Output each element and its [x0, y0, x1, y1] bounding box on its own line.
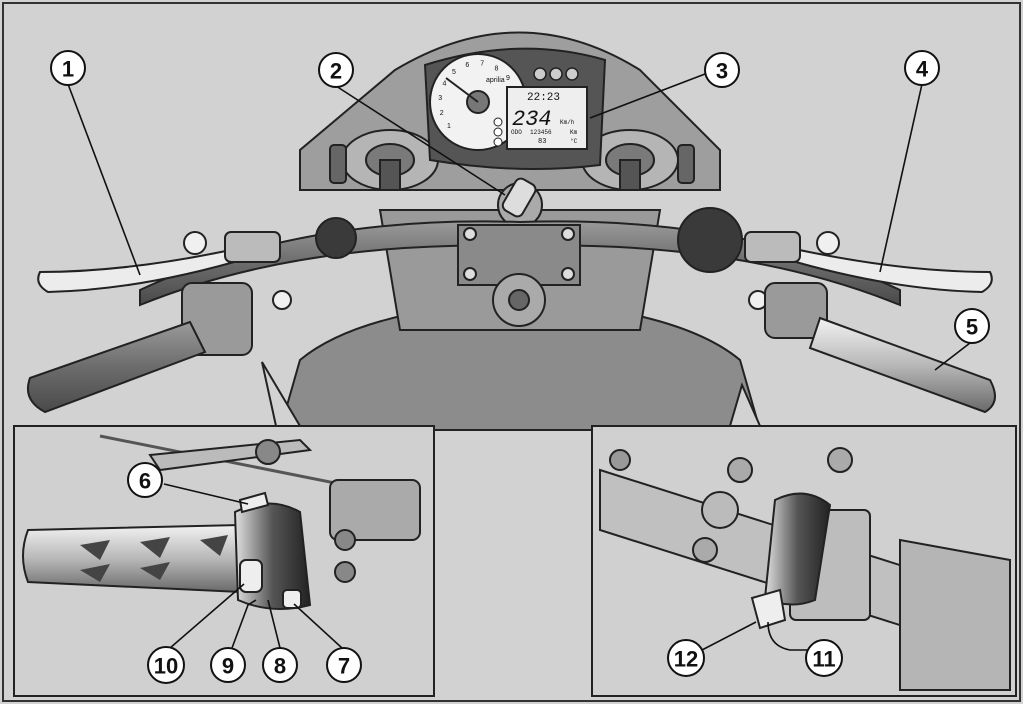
- temp-unit: °C: [570, 138, 578, 145]
- callout-label: 4: [916, 57, 929, 82]
- callout-label: 6: [139, 469, 151, 494]
- leader-3: [589, 73, 706, 119]
- brand-logo: aprilia: [486, 77, 505, 84]
- right-switch-housing: [764, 282, 828, 339]
- tachometer-needle: [445, 77, 479, 103]
- callout-3: 3: [704, 52, 740, 88]
- leader-8: [267, 599, 281, 649]
- leader-4: [879, 83, 923, 273]
- callout-9: 9: [210, 647, 246, 683]
- callout-5: 5: [954, 308, 990, 344]
- clutch-lever-mount: [183, 231, 292, 310]
- warning-light-fuel: [549, 67, 563, 81]
- callout-4: 4: [904, 50, 940, 86]
- tach-number: 7: [480, 61, 484, 68]
- callout-label: 7: [338, 654, 350, 679]
- leader-12: [701, 621, 757, 651]
- odo-unit: Km: [570, 129, 578, 136]
- clutch-lever: [37, 246, 250, 294]
- ignition-key: [497, 177, 543, 228]
- leader-7: [293, 603, 343, 649]
- throttle-grip: [808, 316, 996, 414]
- left-grip: [26, 320, 207, 414]
- clock-display: 22:23: [527, 92, 560, 104]
- speed-display: 234: [512, 107, 552, 132]
- left-fork-cap: [341, 129, 439, 191]
- callout-8: 8: [262, 647, 298, 683]
- mirror-mount-left: [329, 144, 347, 184]
- handlebar-clamp: [457, 224, 581, 327]
- brake-lever-mount: [744, 231, 840, 310]
- tach-number: 1: [447, 123, 451, 130]
- leader-1: [67, 83, 141, 276]
- callout-label: 5: [966, 315, 978, 340]
- callout-10: 10: [147, 646, 185, 684]
- tach-number: 6: [465, 62, 469, 69]
- horn-switch-tab: [238, 491, 270, 514]
- odo-label: ODO: [511, 129, 522, 136]
- start-button: [750, 588, 787, 630]
- clutch-reservoir: [315, 217, 357, 259]
- warning-light-alert: [565, 67, 579, 81]
- tach-number: 2: [440, 110, 444, 117]
- callout-6: 6: [127, 462, 163, 498]
- right-inset-view: [591, 382, 1017, 697]
- callout-1: 1: [50, 50, 86, 86]
- brake-lever: [780, 246, 993, 294]
- tach-number: 5: [452, 69, 456, 76]
- callout-7: 7: [326, 647, 362, 683]
- speed-unit: Km/h: [560, 119, 575, 126]
- tach-number: 9: [506, 75, 510, 82]
- light-switch: [239, 559, 263, 593]
- brake-reservoir: [677, 207, 743, 273]
- callout-11: 11: [805, 639, 843, 677]
- leader-11: [767, 621, 808, 651]
- callout-label: 9: [222, 654, 234, 679]
- odo-value: 123456: [530, 129, 552, 136]
- leader-6: [163, 483, 249, 505]
- leader-lines: [67, 73, 971, 651]
- callout-label: 8: [274, 654, 286, 679]
- leader-2: [335, 85, 506, 196]
- leader-9: [231, 599, 257, 649]
- callout-label: 11: [812, 647, 835, 672]
- mirror-mount-right: [677, 144, 695, 184]
- callout-12: 12: [667, 639, 705, 677]
- lcd-display: [506, 86, 588, 150]
- right-inset-grip: [899, 538, 1011, 691]
- leader-5: [934, 342, 971, 371]
- tach-number: 3: [438, 95, 442, 102]
- callout-label: 10: [154, 654, 178, 679]
- turn-signal-switch: [282, 589, 302, 609]
- callout-label: 3: [716, 59, 728, 84]
- leader-10: [169, 583, 245, 649]
- warning-light-neutral: [533, 67, 547, 81]
- left-inset-grip: [22, 523, 241, 594]
- tach-number: 8: [495, 65, 499, 72]
- tach-number: 4: [443, 81, 447, 88]
- callout-2: 2: [318, 52, 354, 88]
- callout-label: 2: [330, 59, 342, 84]
- callout-label: 12: [674, 647, 698, 672]
- temp-value: 83: [538, 138, 546, 146]
- callout-label: 1: [62, 57, 74, 82]
- left-switch-housing: [181, 282, 253, 356]
